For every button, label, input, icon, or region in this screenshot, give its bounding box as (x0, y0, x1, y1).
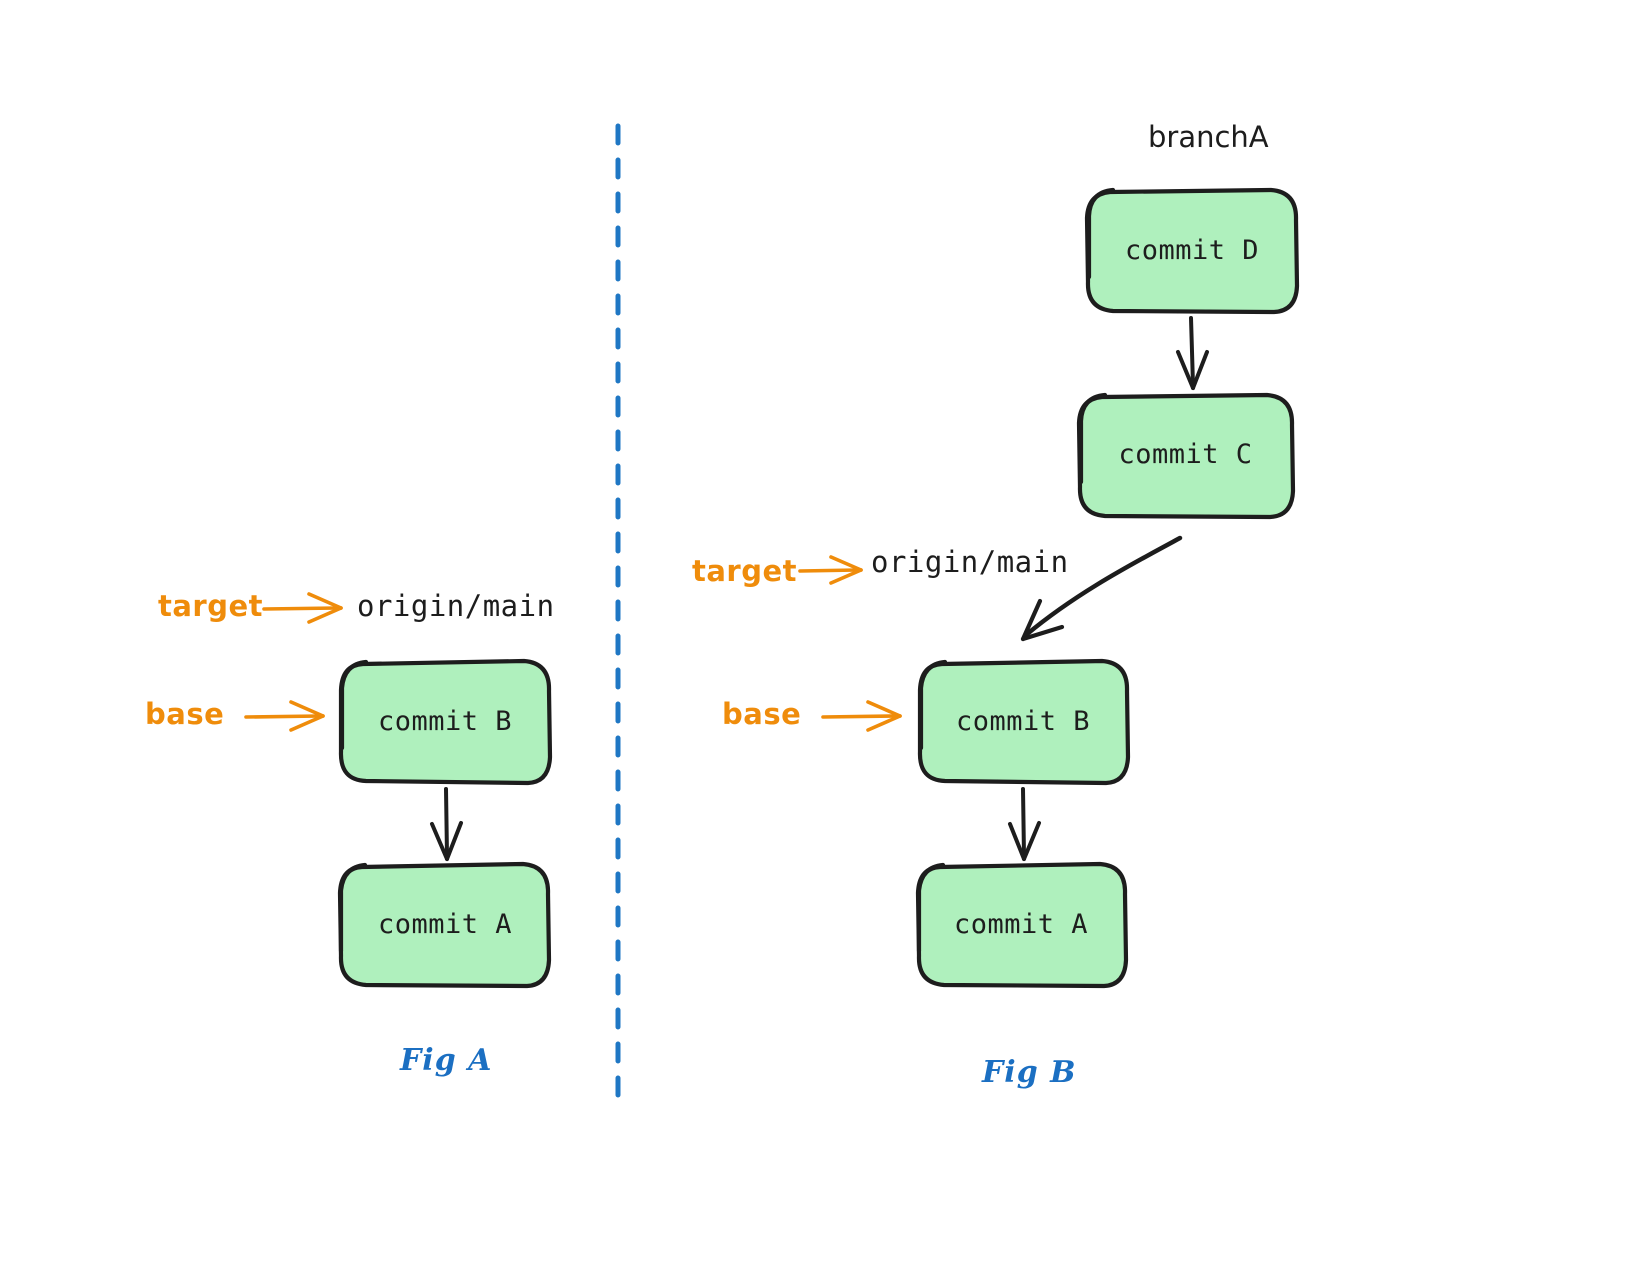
base-label-figB: base (722, 697, 802, 731)
target-label-figA: target (158, 589, 264, 623)
base-pointer-arrow-figB (821, 700, 902, 732)
commit-node-c-figB-shape[interactable] (1076, 392, 1296, 520)
base-pointer-arrow-figA (244, 700, 325, 732)
commit-node-c-label-figB: commit C (1118, 438, 1253, 470)
commit-node-a-label-figB: commit A (953, 908, 1089, 940)
origin-main-label-figA: origin/main (357, 589, 555, 623)
origin-main-label-figB: origin/main (871, 545, 1069, 579)
commit-d-to-c-arrow-figB (1176, 316, 1209, 390)
commit-b-to-a-arrow-figA (430, 787, 463, 861)
commit-node-b-figA-shape[interactable] (338, 658, 553, 786)
branch-a-label-figB: branchA (1148, 120, 1269, 154)
figure-caption-b: Fig B (982, 1055, 1077, 1090)
commit-node-a-label-figA: commit A (377, 908, 513, 940)
commit-node-b-label-figB: commit B (955, 705, 1091, 737)
commit-b-to-a-arrow-figB (1008, 787, 1041, 861)
target-pointer-arrow-figB (798, 555, 863, 585)
target-pointer-arrow-figA (262, 592, 343, 624)
commit-node-a-figA-shape[interactable] (337, 861, 552, 989)
commit-node-d-label-figB: commit D (1124, 234, 1260, 266)
commit-node-a-figB-shape[interactable] (915, 861, 1129, 989)
base-label-figA: base (145, 697, 225, 731)
commit-node-b-figB-shape[interactable] (917, 658, 1131, 786)
commit-node-d-figB-shape[interactable] (1084, 187, 1300, 315)
commit-c-to-b-arrow-figB (1020, 535, 1183, 642)
commit-node-b-label-figA: commit B (377, 705, 513, 737)
target-label-figB: target (692, 554, 798, 588)
figure-caption-a: Fig A (400, 1043, 493, 1078)
